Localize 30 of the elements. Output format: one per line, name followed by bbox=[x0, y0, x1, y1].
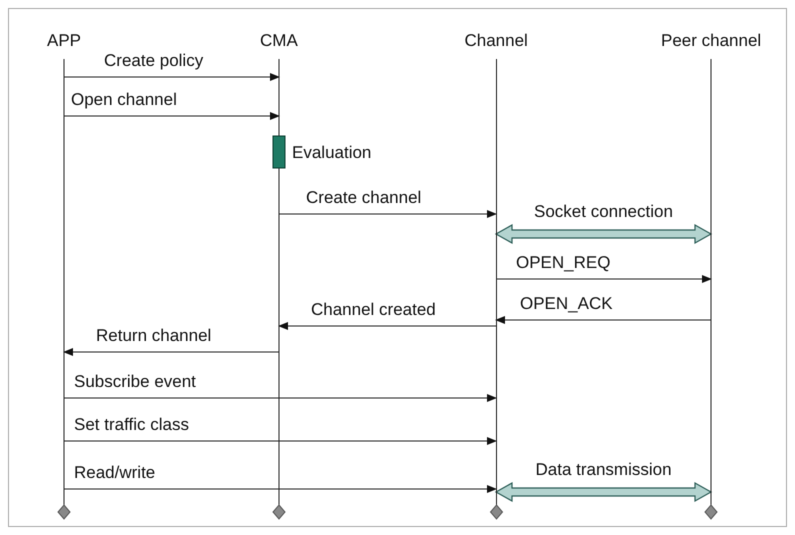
message-label: Subscribe event bbox=[74, 372, 196, 392]
double-arrow bbox=[494, 482, 712, 502]
message-label: Return channel bbox=[96, 326, 212, 346]
message-arrow bbox=[278, 210, 497, 218]
activation-note: Evaluation bbox=[292, 143, 372, 163]
message-label: Create channel bbox=[306, 188, 422, 208]
message-label: Read/write bbox=[74, 463, 156, 483]
message-label: OPEN_REQ bbox=[516, 253, 610, 273]
message-arrow bbox=[64, 437, 497, 445]
message-arrow bbox=[64, 485, 497, 493]
message-label: Socket connection bbox=[534, 202, 673, 222]
message-label: Data transmission bbox=[536, 460, 672, 480]
lifeline-header: CMA bbox=[260, 31, 298, 51]
lifeline-header: APP bbox=[47, 31, 81, 51]
message-label: Channel created bbox=[311, 300, 436, 320]
message-arrow bbox=[64, 394, 497, 402]
message-arrow bbox=[496, 275, 712, 283]
message-arrow bbox=[278, 322, 496, 330]
message-arrow bbox=[495, 316, 712, 324]
message-label: OPEN_ACK bbox=[520, 294, 613, 314]
message-label: Create policy bbox=[104, 51, 204, 71]
message-label: Open channel bbox=[71, 90, 177, 110]
message-arrow bbox=[64, 73, 280, 81]
double-arrow bbox=[494, 224, 712, 244]
activation-bar bbox=[272, 136, 286, 168]
lifeline-header: Peer channel bbox=[661, 31, 761, 51]
message-arrow bbox=[64, 112, 280, 120]
message-label: Set traffic class bbox=[74, 415, 189, 435]
lifeline-header: Channel bbox=[464, 31, 528, 51]
message-arrow bbox=[63, 348, 280, 356]
